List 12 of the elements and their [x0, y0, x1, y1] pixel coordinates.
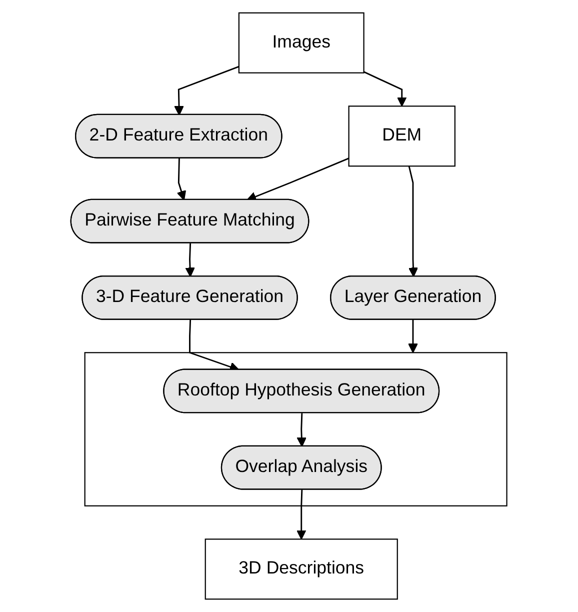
arrow	[296, 490, 306, 540]
node-box: Images	[238, 12, 365, 74]
arrow	[185, 243, 196, 278]
arrow	[296, 413, 307, 447]
cluster	[84, 352, 508, 506]
arrow	[408, 166, 418, 278]
node-box: 3D Descriptions	[204, 538, 398, 600]
arrow	[364, 71, 407, 107]
arrow	[176, 158, 186, 200]
arrow	[408, 319, 418, 354]
node-box: DEM	[348, 106, 456, 167]
arrow	[174, 66, 240, 116]
